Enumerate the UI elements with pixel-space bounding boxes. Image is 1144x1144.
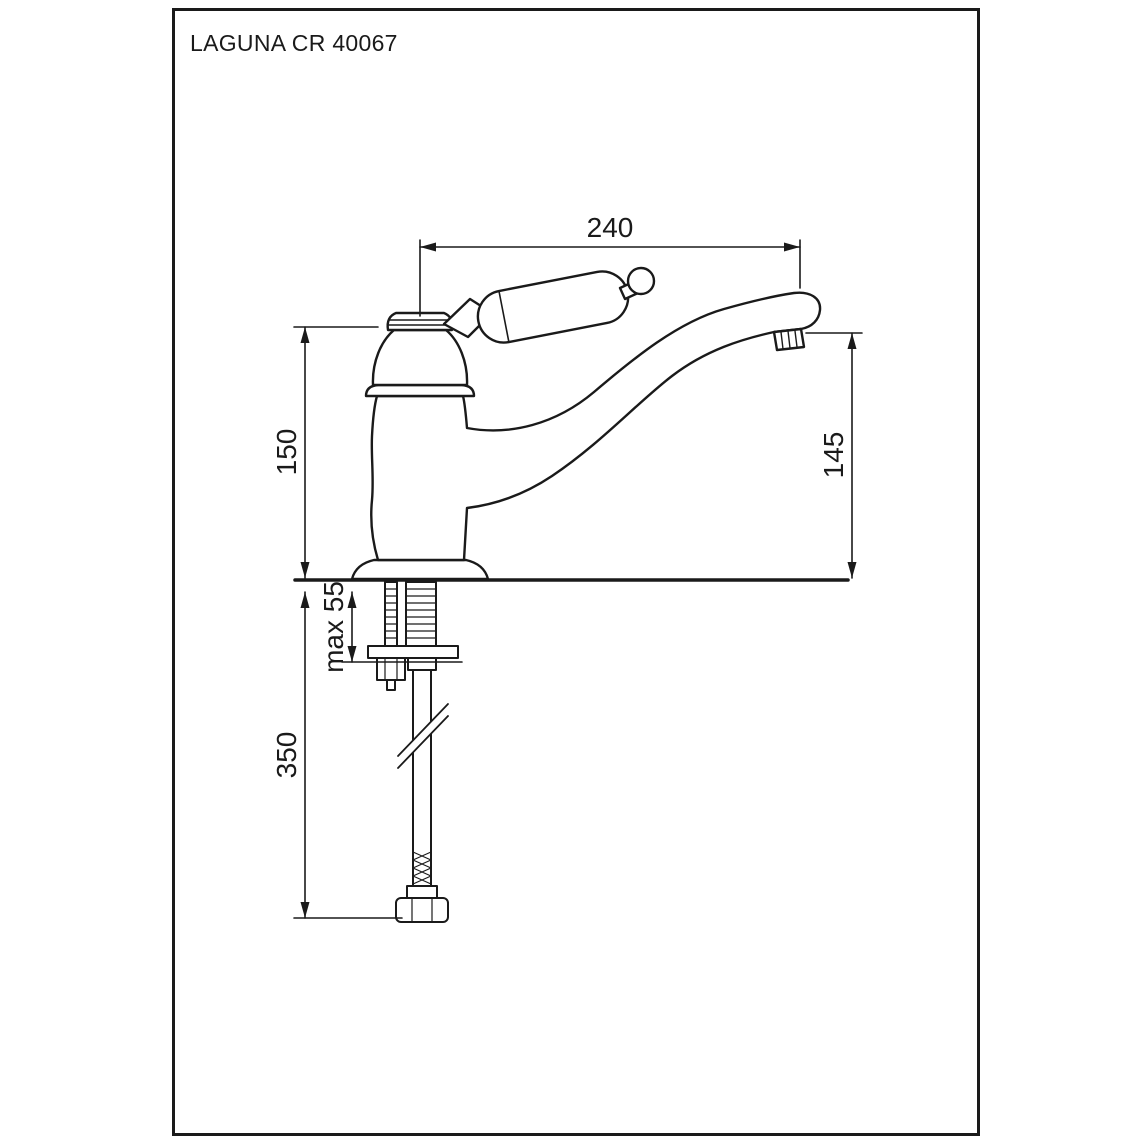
below-deck-assembly: [367, 581, 459, 923]
dimension-max-thickness: max 55: [318, 581, 463, 673]
mounting-washer: [367, 645, 459, 659]
faucet-collar: [364, 383, 476, 398]
handle-grip-ring: [498, 290, 510, 343]
handle-cap-ridges: [387, 319, 453, 326]
handle-grip: [476, 270, 630, 344]
hose-nut-facets: [411, 897, 433, 923]
dimension-label-240: 240: [587, 212, 634, 243]
dimensions: 240 150 145: [271, 212, 863, 919]
dimension-spout-height: 145: [805, 332, 863, 579]
hose-braid-texture: [412, 851, 432, 885]
supply-shank: [405, 581, 437, 647]
dimension-spout-reach: 240: [419, 212, 801, 317]
supply-shank-threads: [405, 588, 437, 639]
dimension-label-max-55: max 55: [318, 581, 349, 673]
faucet-trunk-and-spout: [370, 291, 822, 562]
supply-hose: [397, 669, 449, 887]
hose-nut-collar: [406, 885, 438, 899]
hose-nut: [395, 897, 449, 923]
dimension-label-350: 350: [271, 732, 302, 779]
mounting-stud-tip: [386, 679, 396, 691]
faucet-dome: [371, 328, 469, 387]
dimension-hose-length: 350: [271, 591, 403, 919]
drawing-title: LAGUNA CR 40067: [190, 30, 398, 56]
hose-collar: [407, 657, 437, 671]
dimension-body-height: 150: [271, 326, 379, 579]
dimension-label-150: 150: [271, 429, 302, 476]
faucet-base: [350, 558, 490, 581]
dimension-label-145: 145: [818, 432, 849, 479]
hose-break-line-2: [397, 715, 449, 769]
handle-ball: [626, 266, 656, 296]
mounting-stud-threads: [384, 588, 398, 639]
dimension-arrows: [347, 592, 357, 662]
hose-break-line-1: [397, 703, 449, 757]
faucet-handle: [442, 266, 656, 344]
faucet-body: [350, 291, 822, 581]
hose-break-gap: [398, 704, 448, 768]
aerator-hatch: [780, 330, 798, 350]
